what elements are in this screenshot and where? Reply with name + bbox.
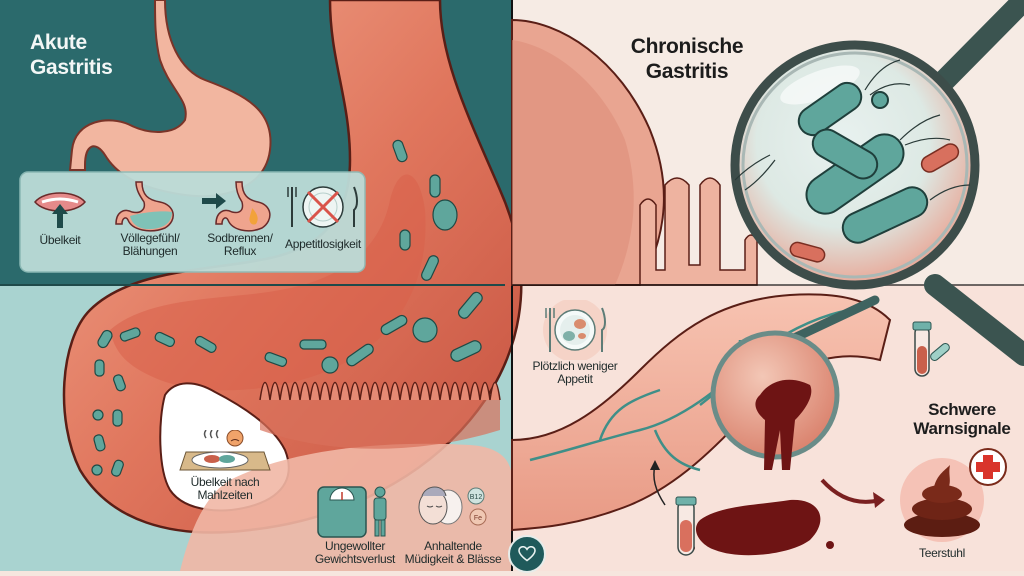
heartburn-stomach-icon <box>202 181 271 232</box>
label-fatigue-pallor: Anhaltende Müdigkeit & Blässe <box>404 539 502 567</box>
heart-icon <box>518 546 536 562</box>
label-sudden-less-appetite: Plötzlich weniger Appetit <box>532 359 618 387</box>
severe-warning-title: Schwere Warnsignale <box>913 400 1011 438</box>
symptom-weight-loss: Ungewollter Gewichtsverlust <box>300 482 410 572</box>
label-weight-loss: Ungewollter Gewichtsverlust <box>314 539 396 567</box>
acute-symptoms-box: Übelkeit Völlegefühl/ Blähungen Sodbrenn… <box>20 172 365 272</box>
heart-button[interactable] <box>508 535 546 573</box>
symptom-heartburn: Sodbrennen/ Reflux <box>200 180 280 265</box>
fe-badge: Fe <box>474 515 482 522</box>
symptom-tar-stool: Teerstuhl <box>882 445 1022 571</box>
chronic-gastritis-title: Chronische Gastritis <box>630 35 744 84</box>
symptom-label-bloating: Völlegefühl/ Blähungen <box>120 231 180 259</box>
symptom-bloating: Völlegefühl/ Blähungen <box>110 180 190 265</box>
meal-tray-nausea-icon <box>179 429 271 471</box>
symptom-label-nausea: Übelkeit <box>39 233 81 247</box>
b12-badge: B12 <box>470 494 483 501</box>
symptom-label-heartburn: Sodbrennen/ Reflux <box>207 231 273 259</box>
scale-person-icon <box>317 486 387 538</box>
tar-stool-icon <box>900 448 1007 542</box>
symptom-fatigue-pallor: B12 Fe Anhaltende Müdigkeit & Blässe <box>398 482 518 572</box>
symptom-sudden-less-appetite: Plötzlich weniger Appetit <box>520 298 630 400</box>
label-nausea-after-meals: Übelkeit nach Mahlzeiten <box>190 475 260 503</box>
bloated-stomach-icon <box>115 181 174 232</box>
nausea-mouth-icon <box>34 192 86 228</box>
symptom-label-no-appetite: Appetitlosigkeit <box>285 237 361 251</box>
acute-gastritis-title: Akute Gastritis <box>30 31 113 80</box>
symptom-nausea-after-meals: Übelkeit nach Mahlzeiten <box>170 429 280 510</box>
symptom-no-appetite: Appetitlosigkeit <box>278 182 368 267</box>
blood-test-tube-icon <box>912 321 950 377</box>
no-appetite-plate-icon <box>287 186 358 228</box>
label-tar-stool: Teerstuhl <box>919 546 965 560</box>
symptom-nausea: Übelkeit <box>30 182 90 262</box>
tired-face-b12-fe-icon: B12 Fe <box>418 486 487 526</box>
plate-small-portion-icon <box>543 298 607 362</box>
